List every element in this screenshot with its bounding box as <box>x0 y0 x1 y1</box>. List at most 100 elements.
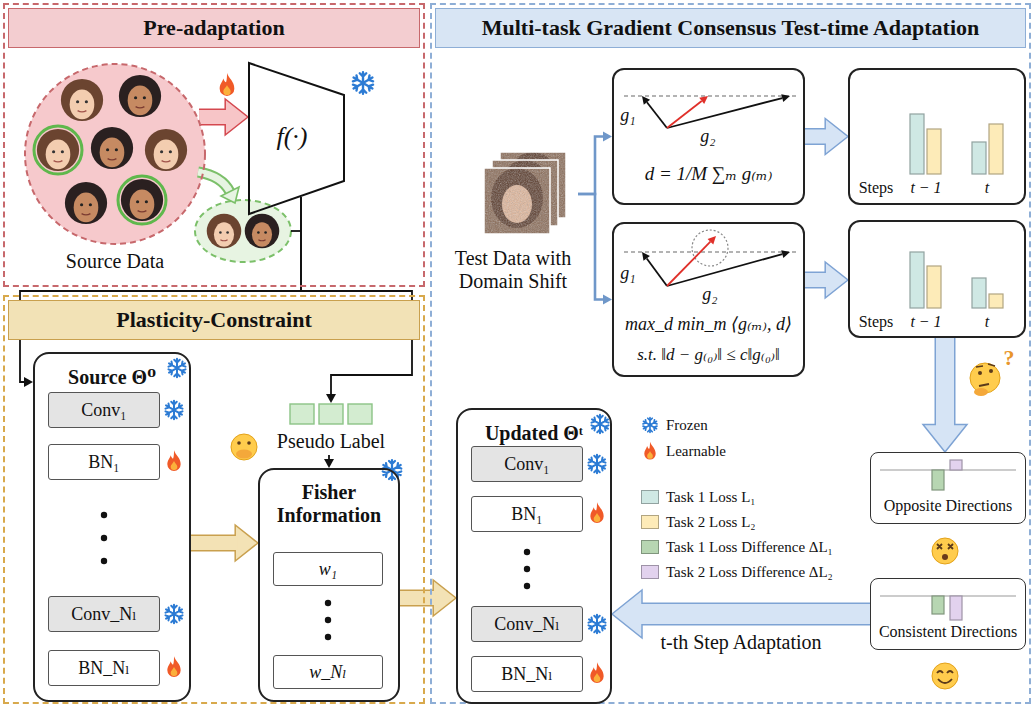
panel: Plasticity-ConstraintSource Θ⁰Conv₁BN₁Co… <box>3 295 425 704</box>
node-text: Pseudo Label <box>262 427 400 455</box>
loss-bar <box>989 124 1003 174</box>
arrow-head <box>24 377 33 387</box>
arrow-head <box>923 424 967 452</box>
ellipsis-dot <box>325 634 331 640</box>
baseline <box>880 469 1016 470</box>
arrow-line <box>578 137 603 195</box>
emoji-mouth <box>979 384 989 386</box>
loss-chart: Stepst − 1t <box>848 220 1026 338</box>
arrow-line <box>20 197 301 382</box>
vector-head <box>699 96 708 104</box>
pseudo-label: Pseudo Label <box>262 403 400 455</box>
loss-bar <box>927 266 941 308</box>
direction-box: Consistent Directions <box>870 578 1026 650</box>
label-square <box>348 404 372 424</box>
source-disc <box>25 64 205 244</box>
arrow-line <box>328 455 330 459</box>
loss-bar <box>910 114 924 174</box>
ellipsis-dot <box>101 558 107 564</box>
node-text: Source Data <box>20 248 210 274</box>
emoji-eye <box>247 441 251 445</box>
node-text: Conv_Nₗ <box>471 606 583 642</box>
fire-icon <box>220 73 235 96</box>
emoji-face <box>231 434 257 460</box>
face <box>65 182 107 224</box>
face <box>61 79 103 121</box>
legend-icon <box>640 414 660 436</box>
gradient-box: g₁g₂max_d min_m ⟨g₍ₘ₎, d⟩s.t. ‖d − g₍₀₎‖… <box>612 222 805 377</box>
node-text: w_Nₗ <box>273 655 383 689</box>
happy-emoji <box>932 663 958 689</box>
fisher-box: Fisher Informationw₁w_Nₗ <box>258 468 400 702</box>
node-text: max_d min_m ⟨g₍ₘ₎, d⟩ <box>612 310 805 338</box>
test-data: Test Data with Domain Shift <box>448 150 578 340</box>
difference-bar <box>950 460 962 470</box>
node-shape <box>20 62 210 274</box>
emoji-mouth <box>938 679 952 683</box>
legend-text: Task 2 Loss L₂ <box>666 511 880 533</box>
vector-line <box>647 102 667 128</box>
emoji-eye <box>937 544 953 549</box>
connector-arrow <box>199 99 248 135</box>
emoji-face <box>932 538 958 564</box>
selected-ring <box>34 126 82 174</box>
vector-line <box>667 98 782 128</box>
encoder-trapezoid: f(·) <box>248 62 345 215</box>
vector-head <box>642 252 650 261</box>
conv-layer: Conv₁ <box>48 392 160 428</box>
arrow-body <box>805 273 827 287</box>
node-text: BN_Nₗ <box>471 656 583 692</box>
panel: Multi-task Gradient Consensus Test-time … <box>430 3 1031 704</box>
emoji-hand <box>236 450 252 459</box>
bn-layer: BN₁ <box>48 444 160 480</box>
snowflake-icon <box>168 359 185 377</box>
legend-text: Task 2 Loss Difference ΔL₂ <box>666 561 880 583</box>
arrow-head <box>235 525 258 561</box>
vector-line <box>647 258 667 286</box>
snowflake-icon <box>588 455 605 473</box>
arrow-line <box>578 194 603 300</box>
face <box>245 214 280 249</box>
connector-arrow <box>20 197 301 387</box>
ellipsis-dot <box>101 512 107 518</box>
vector-head <box>708 236 716 245</box>
connector-arrow <box>805 262 848 298</box>
loss-bar <box>927 129 941 174</box>
vector-line <box>667 242 710 286</box>
face <box>145 129 187 171</box>
ellipsis-dot <box>524 566 530 572</box>
arrow-head <box>324 459 334 468</box>
source-data-circle: Source Data <box>20 62 210 274</box>
ellipsis-dot <box>524 549 530 555</box>
selected-ring <box>118 176 166 224</box>
face <box>91 127 133 169</box>
legend: FrozenLearnableTask 1 Loss L₁Task 2 Loss… <box>640 414 880 589</box>
snowflake-icon <box>591 415 608 433</box>
arrow-body <box>936 338 954 426</box>
node-text: f(·) <box>252 102 332 172</box>
legend-row: Learnable <box>640 440 880 462</box>
dashed-line <box>624 251 796 252</box>
dashed-line <box>624 95 796 96</box>
emoji-eye <box>937 671 953 673</box>
conv-layer: Conv₁ <box>471 446 583 482</box>
conv-layer: Conv_Nₗ <box>471 606 583 642</box>
ellipsis-dot <box>325 617 331 623</box>
node-text: g₂ <box>694 125 722 147</box>
legend-text: Task 1 Loss Difference ΔL₁ <box>666 536 880 558</box>
fire-icon <box>167 656 180 677</box>
loss-bar <box>910 252 924 308</box>
snowflake-icon <box>588 615 605 633</box>
node-text: t <box>967 310 1007 334</box>
fire-icon <box>590 502 603 523</box>
arrow-body <box>191 536 237 550</box>
node-text: Test Data with Domain Shift <box>448 242 578 298</box>
node-text: Conv_Nₗ <box>48 596 160 632</box>
label-square <box>290 404 314 424</box>
thinking-emoji <box>970 363 1000 396</box>
ellipsis-dot <box>101 535 107 541</box>
conv-layer: Conv_Nₗ <box>48 596 160 632</box>
arrow-head <box>225 99 248 135</box>
legend-swatch <box>641 515 659 529</box>
